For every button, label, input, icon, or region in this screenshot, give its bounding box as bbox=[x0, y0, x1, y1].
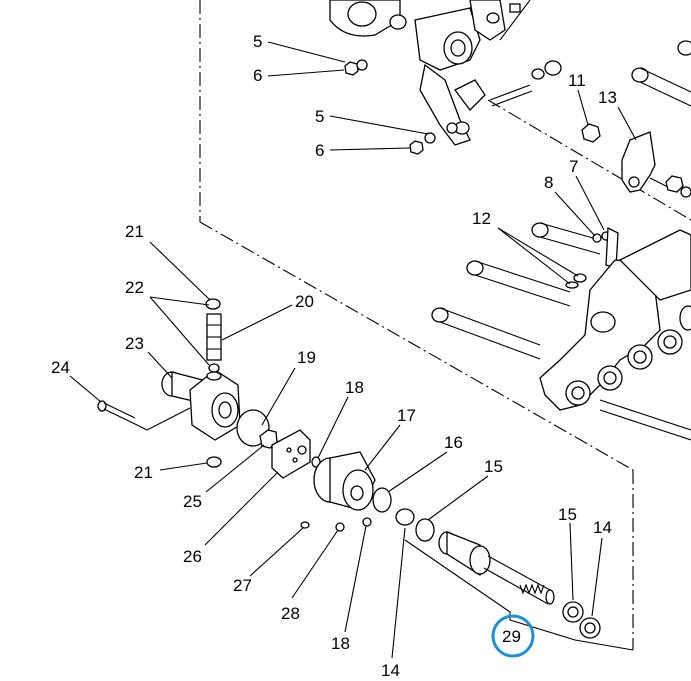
callout-25: 25 bbox=[183, 492, 202, 511]
right-pins-and-housing bbox=[431, 40, 691, 441]
leader-lines bbox=[69, 41, 637, 659]
callout-15-right: 15 bbox=[558, 505, 577, 524]
callout-19: 19 bbox=[297, 348, 316, 367]
callout-12: 12 bbox=[472, 209, 491, 228]
callout-23: 23 bbox=[125, 334, 144, 353]
left-pump-assembly bbox=[97, 298, 634, 651]
callout-21-bottom: 21 bbox=[134, 463, 153, 482]
highlighted-callout-29[interactable]: 29 bbox=[491, 614, 535, 658]
callout-5-upper: 5 bbox=[253, 32, 262, 51]
callout-14-bottom: 14 bbox=[381, 661, 400, 680]
callout-28: 28 bbox=[281, 604, 300, 623]
callout-5-lower: 5 bbox=[315, 107, 324, 126]
callout-7: 7 bbox=[569, 157, 578, 176]
callout-15-middle: 15 bbox=[484, 457, 503, 476]
callout-6-upper: 6 bbox=[253, 66, 262, 85]
callout-26: 26 bbox=[183, 547, 202, 566]
callout-22: 22 bbox=[125, 278, 144, 297]
callout-14-right: 14 bbox=[593, 518, 612, 537]
assembly-boundary bbox=[199, 0, 691, 650]
callout-20: 20 bbox=[295, 292, 314, 311]
callout-6-lower: 6 bbox=[315, 141, 324, 160]
highlight-circle bbox=[491, 614, 535, 658]
nut-washer-set-upper bbox=[344, 59, 458, 155]
upper-bracket-assembly bbox=[329, 0, 562, 146]
callout-11: 11 bbox=[568, 71, 586, 90]
callout-labels: 5 6 5 6 11 13 7 8 12 21 22 20 23 19 24 1… bbox=[51, 32, 617, 680]
callout-18-top: 18 bbox=[345, 378, 364, 397]
callout-8: 8 bbox=[544, 173, 553, 192]
callout-18-bottom: 18 bbox=[331, 634, 350, 653]
callout-24: 24 bbox=[51, 358, 70, 377]
callout-17: 17 bbox=[397, 406, 416, 425]
callout-27: 27 bbox=[233, 576, 252, 595]
callout-13: 13 bbox=[598, 88, 617, 107]
callout-16: 16 bbox=[444, 433, 463, 452]
callout-29[interactable]: 29 bbox=[502, 627, 521, 646]
callout-21-top: 21 bbox=[125, 222, 144, 241]
